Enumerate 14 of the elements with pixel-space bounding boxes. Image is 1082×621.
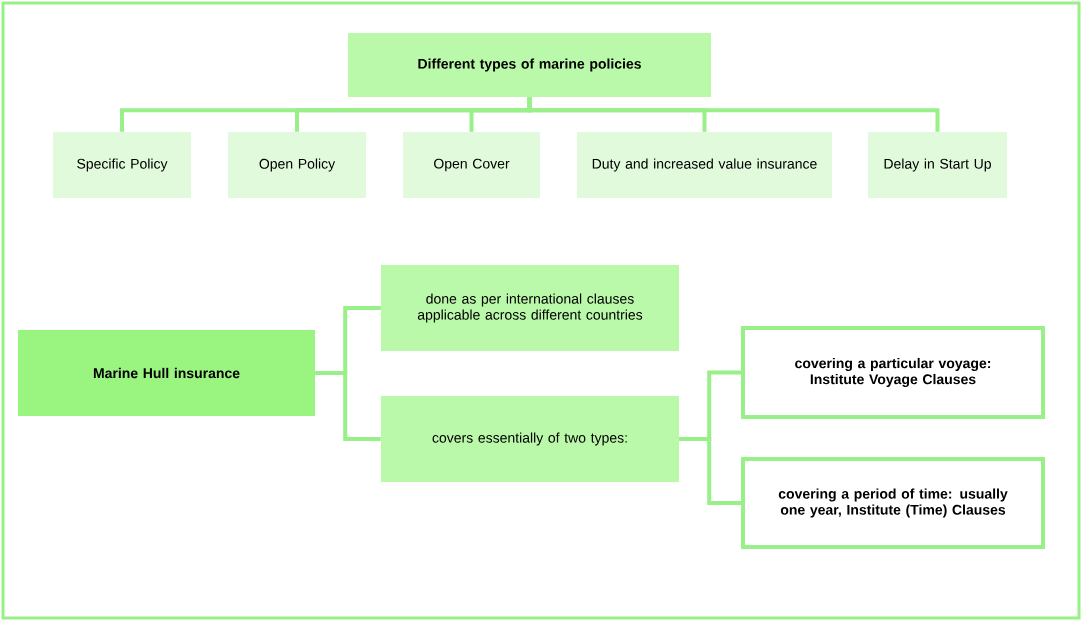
policy-box: Specific Policy	[53, 132, 191, 198]
type-box: covering a period of time: usually one year, Institute (Time) Clauses	[741, 457, 1045, 549]
title-box: Different types of marine policies	[348, 33, 711, 97]
policy-box: Open Cover	[403, 132, 540, 198]
main-box: Marine Hull insurance	[18, 330, 315, 416]
policy-box: Duty and increased value insurance	[577, 132, 832, 198]
detail-box: covers essentially of two types:	[381, 396, 679, 482]
connector	[679, 437, 741, 505]
policy-box: Delay in Start Up	[868, 132, 1007, 198]
policy-box: Open Policy	[228, 132, 366, 198]
type-box: covering a particular voyage: Institute Voyage Clauses	[741, 326, 1045, 419]
connector	[315, 371, 381, 441]
detail-box: done as per international clauses applicable across different countries	[381, 265, 679, 351]
connector	[527, 97, 940, 132]
